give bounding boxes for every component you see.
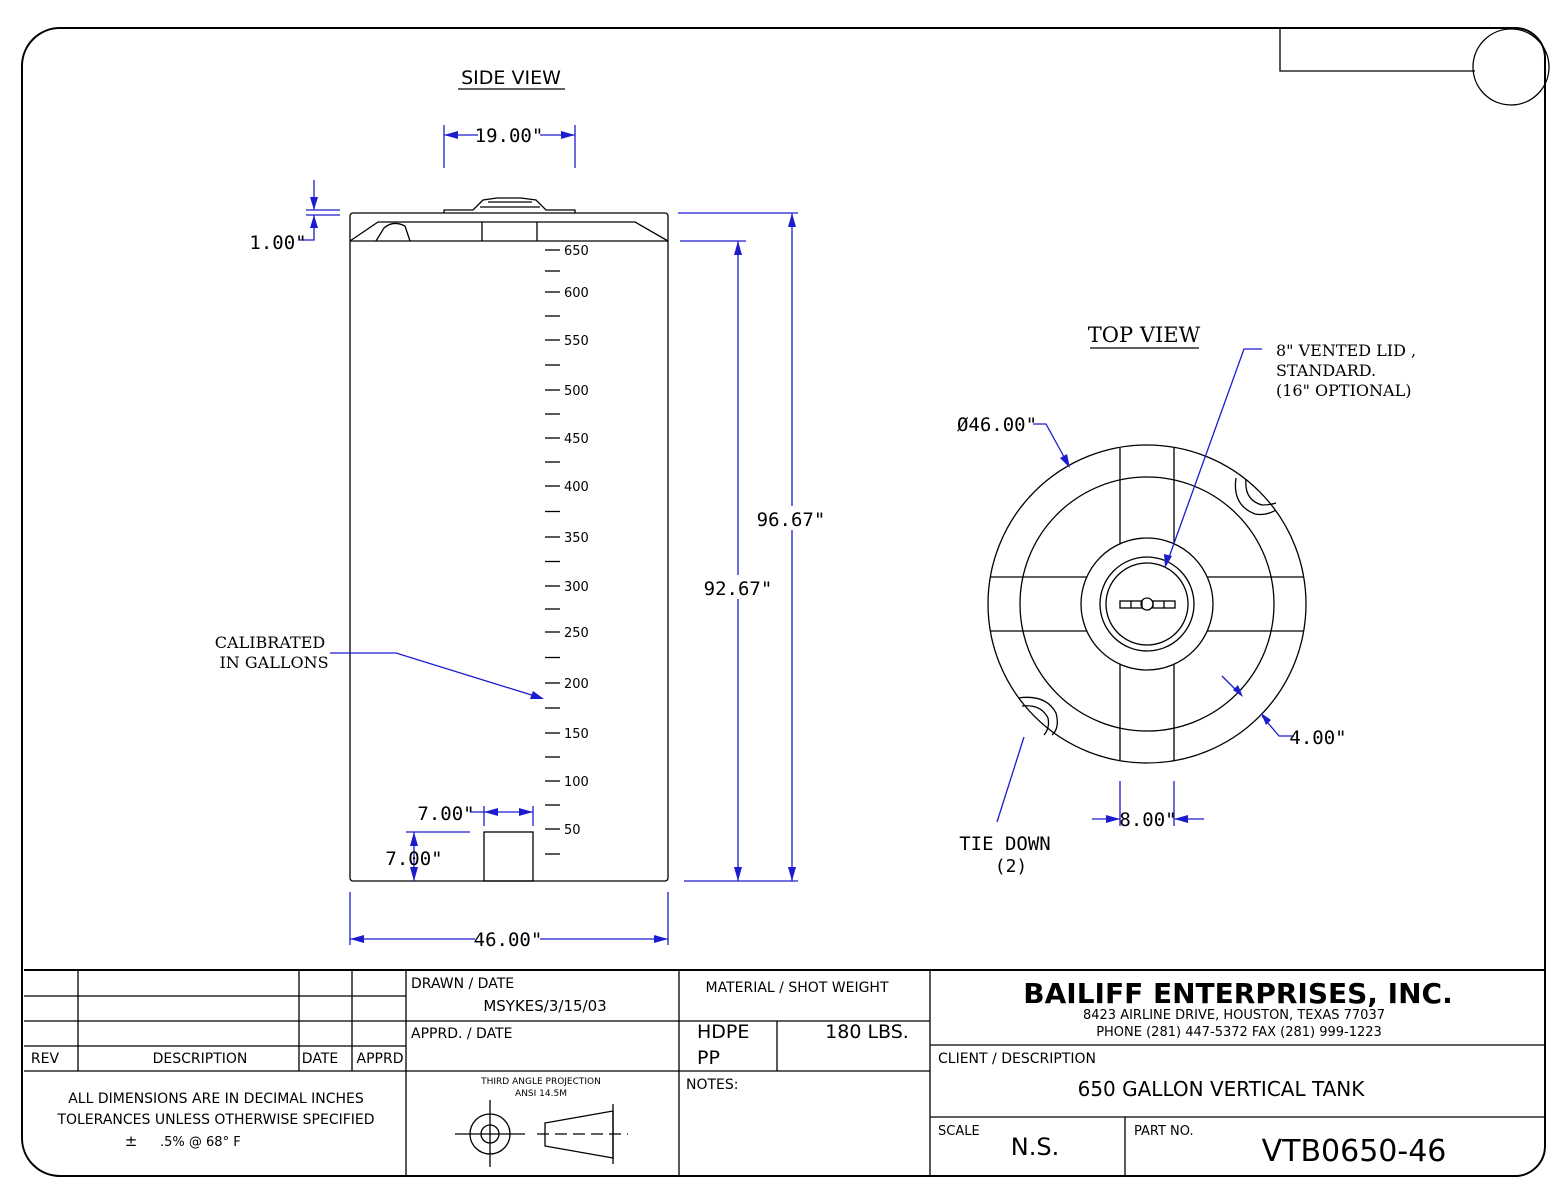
vent-symbol [1119, 597, 1176, 611]
top-view-tank [987, 444, 1307, 764]
tie-down-pocket-ne [1234, 477, 1277, 516]
sheet-tab [1279, 28, 1475, 72]
dim-side-diameter: 46.00" [349, 892, 669, 951]
scale-label: SCALE [938, 1124, 980, 1139]
calibrated-line-2: IN GALLONS [219, 653, 328, 672]
part-label: PART NO. [1134, 1124, 1194, 1139]
tie-down-lug [375, 222, 411, 242]
sheet-tab-circle [1472, 28, 1550, 106]
approved-label: APPRD. / DATE [411, 1026, 512, 1042]
calibrated-callout: CALIBRATED IN GALLONS [215, 633, 544, 699]
scale-label: 550 [564, 334, 589, 349]
tank-shoulder-left [349, 221, 482, 242]
projection-label-2: ANSI 14.5M [515, 1089, 567, 1099]
material-hdpe: HDPE [697, 1021, 749, 1043]
tie-down-count: (2) [995, 856, 1028, 877]
tank-inner-circle [1019, 476, 1275, 732]
scale-label: 600 [564, 286, 589, 301]
dim-outlet-height-label: 7.00" [385, 848, 442, 870]
dim-lid-height: 1.00" [249, 180, 340, 254]
lid-ring-inner [1105, 562, 1189, 646]
dim-outlet-offset: 7.00" [417, 803, 534, 826]
part-value: VTB0650-46 [1262, 1134, 1447, 1169]
client-description: 650 GALLON VERTICAL TANK [1078, 1077, 1366, 1101]
dim-overall-height: 96.67" [678, 212, 826, 882]
notes-label: NOTES: [686, 1077, 739, 1093]
calibrated-line-1: CALIBRATED [215, 633, 325, 652]
drawn-value: MSYKES/3/15/03 [483, 997, 606, 1015]
tie-down-pocket-sw [1017, 696, 1058, 736]
tolerance-sign: ± [125, 1132, 138, 1150]
dim-body-height-label: 92.67" [704, 578, 773, 600]
scale-label: 200 [564, 677, 589, 692]
date-header: DATE [302, 1051, 338, 1067]
dim-rib-width-label: 8.00" [1119, 809, 1176, 831]
lid-note-3: (16" OPTIONAL) [1276, 381, 1411, 400]
lid-callout: 8" VENTED LID , STANDARD. (16" OPTIONAL) [1164, 341, 1416, 568]
third-angle-projection-symbol [455, 1100, 628, 1167]
tank-outer-circle [987, 444, 1307, 764]
side-view-title: SIDE VIEW [461, 67, 561, 89]
tie-down-pocket-sw-inner [1021, 705, 1050, 736]
scale-label: 250 [564, 626, 589, 641]
dim-outlet-height: 7.00" [385, 831, 470, 881]
rev-header: REV [31, 1051, 60, 1067]
lid-note-1: 8" VENTED LID , [1276, 341, 1416, 360]
title-block: REV DESCRIPTION DATE APPRD ALL DIMENSION… [24, 969, 1545, 1176]
drawn-label: DRAWN / DATE [411, 976, 514, 992]
dim-top-diameter: Ø46.00" [957, 414, 1070, 468]
tie-down-label: TIE DOWN [959, 833, 1051, 855]
tank-body [349, 212, 669, 882]
projection-label-1: THIRD ANGLE PROJECTION [480, 1077, 601, 1087]
tank-outlet [483, 831, 534, 882]
tolerance-value: .5% @ 68° F [160, 1135, 241, 1150]
dim-top-width: 19.00" [443, 125, 576, 168]
dim-side-diameter-label: 46.00" [474, 929, 543, 951]
dim-overall-height-label: 96.67" [757, 509, 826, 531]
lid-ring-mid [1099, 556, 1195, 652]
scale-label: 300 [564, 580, 589, 595]
dim-rib-width: 8.00" [1092, 781, 1204, 831]
material-pp: PP [697, 1047, 720, 1069]
dim-top-diameter-label: Ø46.00" [957, 414, 1037, 436]
scale-label: 400 [564, 480, 589, 495]
tank-lid-recess [481, 221, 538, 241]
scale-label: 350 [564, 531, 589, 546]
scale-label: 500 [564, 384, 589, 399]
tank-lid [443, 197, 576, 213]
scale-label: 50 [564, 823, 581, 838]
scale-label: 650 [564, 244, 589, 259]
tank-lid-detail [480, 201, 540, 208]
tie-down-pocket-ne-inner [1245, 478, 1277, 506]
material-label: MATERIAL / SHOT WEIGHT [706, 980, 889, 996]
shot-weight: 180 LBS. [825, 1021, 909, 1043]
tank-shoulder-right [537, 221, 669, 242]
dim-outlet-offset-label: 7.00" [417, 803, 474, 825]
company-address: 8423 AIRLINE DRIVE, HOUSTON, TEXAS 77037 [1083, 1008, 1385, 1023]
scale-value: N.S. [1011, 1133, 1059, 1161]
tolerance-note-2: TOLERANCES UNLESS OTHERWISE SPECIFIED [56, 1112, 374, 1128]
apprd-header: APPRD [357, 1051, 404, 1067]
dim-body-height: 92.67" [680, 240, 773, 881]
dim-rib-depth: 4.00" [1221, 675, 1347, 749]
lid-note-2: STANDARD. [1276, 361, 1376, 380]
scale-label: 150 [564, 727, 589, 742]
dim-lid-height-label: 1.00" [249, 232, 306, 254]
top-view-title: TOP VIEW [1088, 323, 1201, 347]
company-phone: PHONE (281) 447-5372 FAX (281) 999-1223 [1096, 1025, 1382, 1040]
scale-label: 450 [564, 432, 589, 447]
tolerance-note-1: ALL DIMENSIONS ARE IN DECIMAL INCHES [68, 1091, 364, 1107]
dim-rib-depth-label: 4.00" [1289, 727, 1346, 749]
lid-ring-outer [1080, 537, 1214, 671]
client-label: CLIENT / DESCRIPTION [938, 1051, 1096, 1067]
gallon-scale: 650 600 550 500 450 400 350 300 250 200 150 100 50 [545, 244, 589, 855]
scale-label: 100 [564, 775, 589, 790]
company-name: BAILIFF ENTERPRISES, INC. [1023, 977, 1452, 1010]
ribs [990, 448, 1304, 760]
description-header: DESCRIPTION [153, 1051, 248, 1067]
dim-top-width-label: 19.00" [475, 125, 544, 147]
tie-down-callout: TIE DOWN (2) [959, 736, 1051, 877]
